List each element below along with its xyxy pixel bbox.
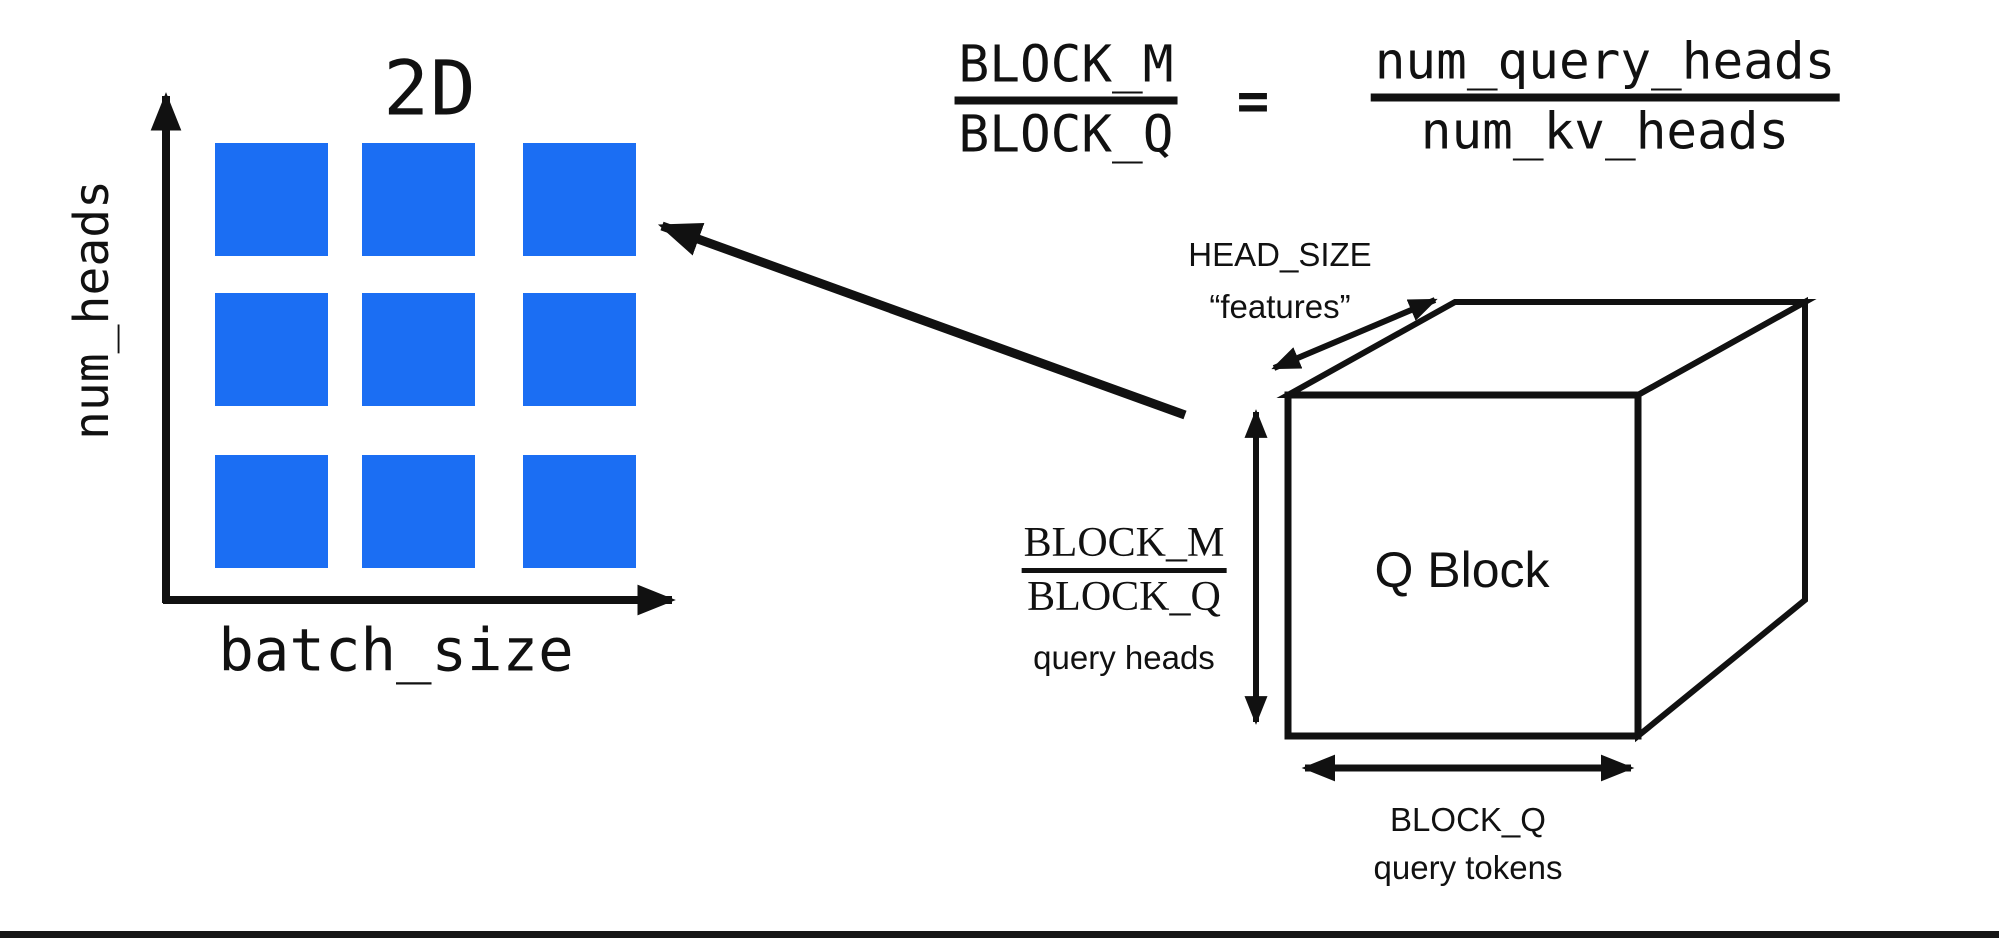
formula-rhs-numerator: num_query_heads	[1370, 37, 1840, 102]
height-dimension-fraction: BLOCK_M BLOCK_Q	[1021, 522, 1227, 620]
depth-dimension-alias: “features”	[1209, 288, 1351, 325]
y-axis-label: num_heads	[64, 179, 120, 441]
bottom-divider-bar	[0, 931, 1999, 938]
grid-cell	[215, 293, 328, 406]
height-fraction-numerator: BLOCK_M	[1021, 522, 1227, 573]
formula-rhs-denominator: num_kv_heads	[1420, 102, 1790, 162]
formula-equals-sign: =	[1236, 69, 1270, 133]
depth-dimension-arrow	[1271, 297, 1438, 371]
cube-label: Q Block	[1374, 542, 1550, 598]
grid-cell	[215, 455, 328, 568]
grid-cell	[523, 455, 636, 568]
cube-to-grid-arrow	[657, 221, 1187, 420]
height-fraction-denominator: BLOCK_Q	[1027, 574, 1221, 620]
x-axis-label: batch_size	[218, 615, 574, 685]
grid-cell	[215, 143, 328, 256]
cube-front-face	[1284, 391, 1642, 740]
grid-cell	[362, 143, 475, 256]
width-dimension-caption: query tokens	[1373, 848, 1563, 886]
grid-cell	[362, 293, 475, 406]
depth-dimension-label: HEAD_SIZE “features”	[1188, 229, 1371, 333]
width-dimension-name: BLOCK_Q	[1390, 800, 1546, 838]
depth-dimension-name: HEAD_SIZE	[1188, 235, 1372, 273]
grid-cell	[523, 293, 636, 406]
formula-lhs-fraction: BLOCK_M BLOCK_Q	[954, 40, 1178, 165]
formula-rhs-fraction: num_query_heads num_kv_heads	[1370, 37, 1840, 162]
chart-title: 2D	[383, 43, 477, 133]
grid-cell	[523, 143, 636, 256]
grid-cell	[362, 455, 475, 568]
formula-lhs-denominator: BLOCK_Q	[958, 105, 1174, 165]
formula-lhs-numerator: BLOCK_M	[954, 40, 1178, 105]
height-dimension-caption: query heads	[1033, 638, 1215, 676]
